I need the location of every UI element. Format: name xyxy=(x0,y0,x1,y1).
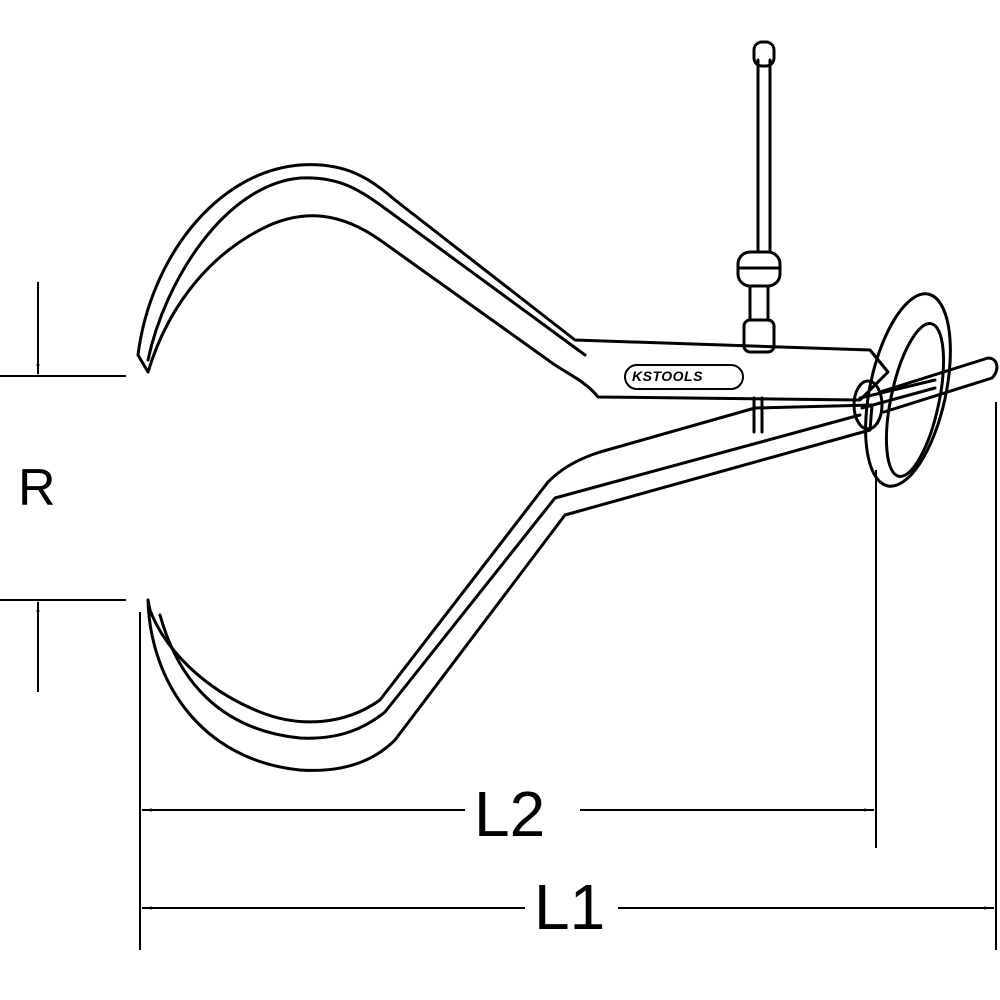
axle-pin xyxy=(878,356,999,414)
upper-arm-bevel xyxy=(146,176,587,362)
brand-logo-text: KSTOOLS xyxy=(632,368,703,384)
upper-arm-outline xyxy=(136,163,890,402)
lower-arm-bevel xyxy=(158,413,862,740)
dimension-label-l2: L2 xyxy=(470,782,550,846)
lower-arm-outline xyxy=(146,403,874,772)
dimension-label-l1: L1 xyxy=(530,875,610,939)
collar xyxy=(742,318,776,354)
collar-shaft xyxy=(748,284,770,322)
knurled-nut xyxy=(736,250,782,288)
stop-pin xyxy=(752,396,764,434)
hinge-disc-inner xyxy=(884,322,946,478)
logo-badge xyxy=(624,364,744,390)
dimension-label-r: R xyxy=(18,459,56,517)
cross-bar xyxy=(858,378,937,410)
spring-rod xyxy=(756,58,772,252)
rod-cap xyxy=(752,40,776,68)
hinge-disc xyxy=(864,292,952,488)
pivot-boss xyxy=(852,379,884,431)
